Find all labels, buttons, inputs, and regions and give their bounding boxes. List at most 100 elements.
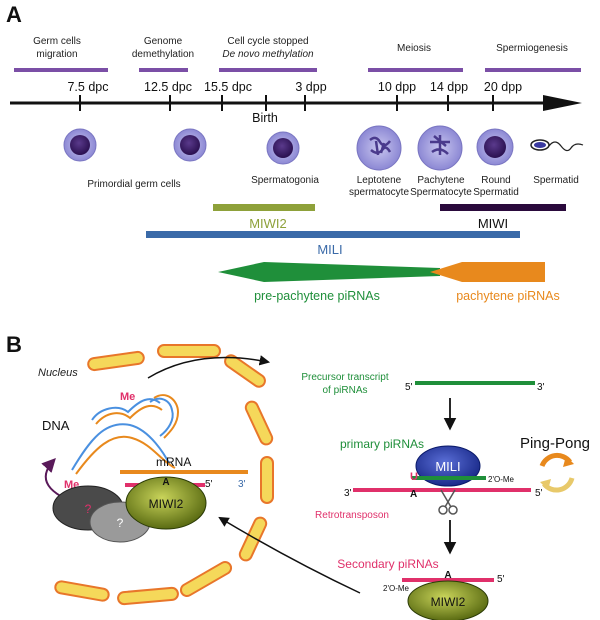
export-arrow <box>147 355 271 379</box>
leptotene-cell <box>356 125 402 171</box>
phase-bar <box>368 68 463 72</box>
miwi2-cytoplasmic: 5' 2'O-Me A MIWI2 <box>383 570 505 620</box>
cell-label: Spermatid <box>533 175 579 186</box>
miwi-label: MIWI <box>478 216 508 231</box>
miwi-bar <box>440 204 566 211</box>
round-spermatid-cell <box>476 128 514 166</box>
cell-label: Leptotene <box>357 175 402 186</box>
precursor-label: Precursor transcript <box>301 372 388 383</box>
phase-bar <box>485 68 581 72</box>
secondary-five-prime: 5' <box>497 574 505 585</box>
nuclear-three-prime: 3' <box>238 479 246 490</box>
mrna-label: mRNA <box>156 455 191 469</box>
primary-pirna-strand <box>412 476 486 480</box>
miwi2-nuclear: MIWI2 A <box>125 476 207 530</box>
envelope-segment <box>117 586 179 606</box>
tick-label: 10 dpp <box>378 80 416 94</box>
tick-label: 15.5 dpc <box>204 80 252 94</box>
birth-label: Birth <box>252 111 278 125</box>
miwi2-cyto-label: MIWI2 <box>431 595 466 609</box>
a-residue: A <box>410 489 417 500</box>
tick-label: 3 dpp <box>295 80 326 94</box>
retrotransposon-strand <box>353 488 531 492</box>
ping-pong-label: Ping-Pong <box>520 435 590 452</box>
secondary-ome-label: 2'O-Me <box>383 584 410 593</box>
cell-label: Spermatocyte <box>410 187 472 198</box>
phase-label: Meiosis <box>397 43 431 54</box>
envelope-segment <box>157 344 221 358</box>
scissors-icon <box>438 489 458 515</box>
mrna-strand <box>120 470 248 474</box>
envelope-segment <box>87 350 145 372</box>
primary-ome-label: 2'O-Me <box>488 475 515 484</box>
panel-a-letter: A <box>6 2 22 27</box>
mili-complex: MILI 2'O-Me <box>412 445 515 487</box>
primary-pirnas-label: primary piRNAs <box>340 437 424 451</box>
anchor-a-cyto: A <box>444 570 451 581</box>
protein-bars: MIWI2 MIWI MILI <box>146 204 566 257</box>
cells: Primordial germ cells Spermatogonia Lept… <box>63 125 584 198</box>
pachytene-label: pachytene piRNAs <box>456 289 560 303</box>
timeline-arrowhead <box>543 95 582 111</box>
import-arrow <box>218 516 361 594</box>
phase-labels: Germ cells migration Genome demethylatio… <box>33 36 568 60</box>
phase-label: Cell cycle stopped <box>227 36 308 47</box>
envelope-segment <box>260 456 274 504</box>
phase-label: De novo methylation <box>222 49 314 60</box>
precursor-label: of piRNAs <box>322 385 367 396</box>
precursor-strand <box>415 381 535 385</box>
retro-three-prime: 3' <box>344 488 352 499</box>
retro-five-prime: 5' <box>535 488 543 499</box>
pirna-wedges: pre-pachytene piRNAs pachytene piRNAs <box>218 262 560 303</box>
envelope-segment <box>244 400 274 446</box>
phase-bars <box>14 68 581 72</box>
pre-pachytene-label: pre-pachytene piRNAs <box>254 289 380 303</box>
u-residue: U <box>410 471 418 483</box>
phase-label: demethylation <box>132 49 194 60</box>
tick-label: 7.5 dpc <box>67 80 108 94</box>
precursor-three-prime: 3' <box>537 382 545 393</box>
miwi2-label: MIWI2 <box>249 216 287 231</box>
secondary-pirnas-label: Secondary piRNAs <box>337 557 438 571</box>
anchor-a-nuclear: A <box>162 477 169 488</box>
me-mark-2: Me <box>120 391 135 403</box>
mili-label: MILI <box>317 242 342 257</box>
primordial-germ-cell-2 <box>173 128 207 162</box>
tick-label: 20 dpp <box>484 80 522 94</box>
phase-bar <box>14 68 108 72</box>
tick-label: 12.5 dpc <box>144 80 192 94</box>
pachytene-cell <box>417 125 463 171</box>
nucleus-envelope <box>54 344 274 606</box>
phase-label: Genome <box>144 36 183 47</box>
spermatogonia-cell <box>266 131 300 165</box>
phase-label: migration <box>36 49 77 60</box>
envelope-segment <box>54 580 110 602</box>
cell-label: Primordial germ cells <box>87 179 180 190</box>
secondary-pirna-strand <box>402 578 494 582</box>
panel-b-letter: B <box>6 332 22 357</box>
mili-protein-label: MILI <box>435 459 460 474</box>
miwi2-bar <box>213 204 315 211</box>
pachytene-wedge <box>430 262 545 282</box>
precursor-five-prime: 5' <box>405 382 413 393</box>
envelope-segment <box>238 516 268 562</box>
primordial-germ-cell-1 <box>63 128 97 162</box>
phase-label: Germ cells <box>33 36 81 47</box>
spermatid-sperm <box>530 139 584 152</box>
envelope-segment <box>179 561 233 597</box>
pre-pachytene-wedge <box>218 262 440 282</box>
cell-label: Pachytene <box>417 175 465 186</box>
miwi2-nuclear-label: MIWI2 <box>149 497 184 511</box>
cell-label: Spermatogonia <box>251 175 319 186</box>
unknown-protein-label: ? <box>85 502 92 516</box>
ping-pong-cycle-icon <box>539 452 575 493</box>
unknown-protein-label: ? <box>117 516 124 530</box>
phase-bar <box>219 68 317 72</box>
dna-helix <box>71 394 180 475</box>
tick-label: 14 dpp <box>430 80 468 94</box>
nucleus-label: Nucleus <box>38 367 78 379</box>
cell-label: spermatocyte <box>349 187 409 198</box>
nuclear-five-prime: 5' <box>205 479 213 490</box>
retrotransposon-label: Retrotransposon <box>315 510 389 521</box>
cell-label: Spermatid <box>473 187 519 198</box>
